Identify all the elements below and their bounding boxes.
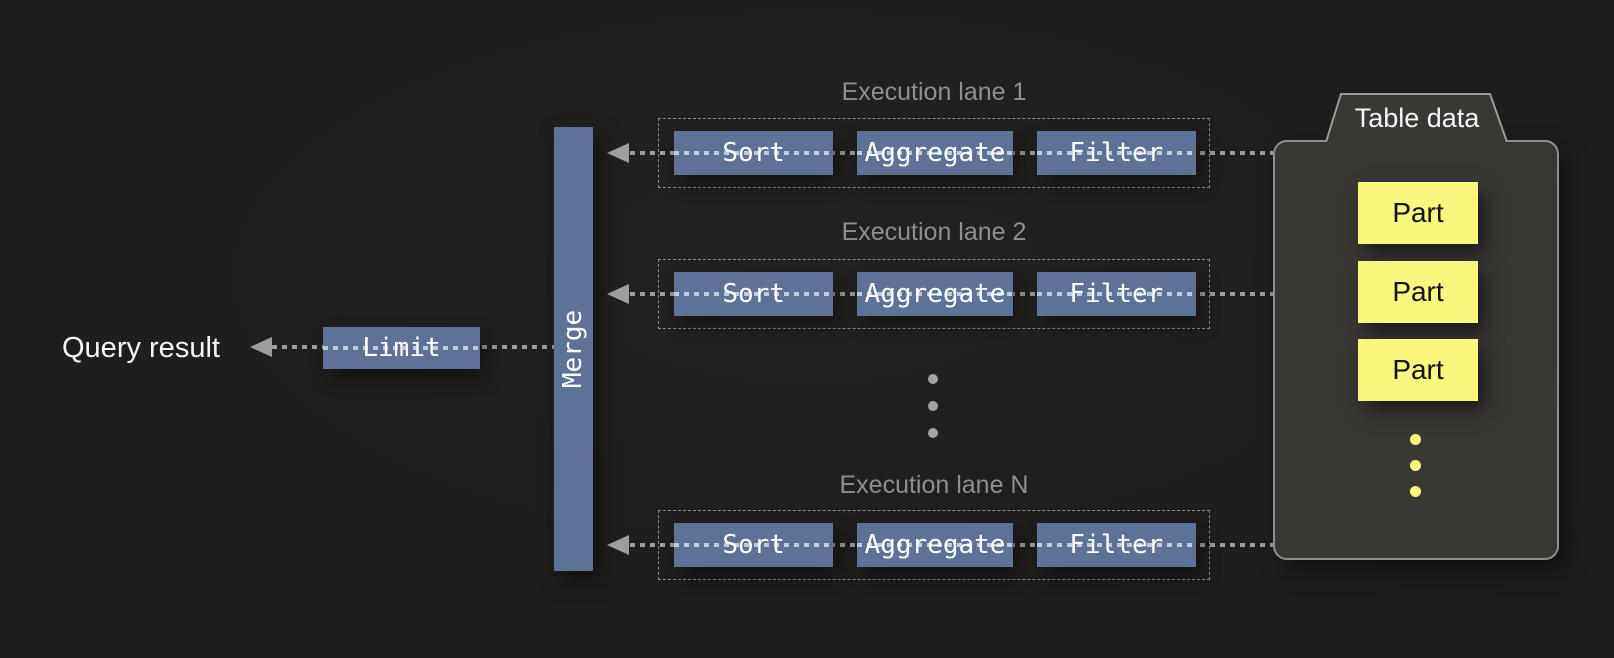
query-result-label: Query result: [62, 332, 220, 364]
flow-dotted-line-through-box: [674, 292, 834, 296]
table-part-label: Part: [1392, 197, 1444, 228]
ellipsis-dot: [928, 428, 938, 438]
sort-operator-label: Sort: [722, 138, 785, 168]
table-data-tab-shape: [1325, 93, 1508, 142]
filter-operator-box: Filter: [1036, 131, 1196, 175]
flow-dotted-line-through-box: [323, 346, 480, 350]
lane-n-title: Execution lane N: [839, 471, 1029, 499]
arrow-left-icon: [250, 337, 272, 357]
ellipsis-dot: [1410, 460, 1421, 471]
filter-operator-label: Filter: [1069, 279, 1164, 309]
arrow-left-icon: [607, 143, 629, 163]
ellipsis-dot: [1410, 486, 1421, 497]
limit-operator-label: Limit: [362, 333, 441, 363]
arrow-left-icon: [607, 284, 629, 304]
sort-operator-label: Sort: [722, 279, 785, 309]
flow-dotted-line-through-box: [1036, 292, 1196, 296]
flow-dotted-line-through-box: [857, 292, 1013, 296]
sort-operator-box: Sort: [674, 272, 834, 316]
lane-1-title: Execution lane 1: [841, 78, 1027, 106]
filter-operator-box: Filter: [1036, 272, 1196, 316]
flow-dotted-line-through-box: [857, 151, 1013, 155]
flow-dotted-line-through-box: [674, 543, 834, 547]
lanes-ellipsis-icon: [928, 374, 938, 438]
merge-operator-label: Merge: [558, 309, 589, 389]
filter-operator-label: Filter: [1069, 530, 1164, 560]
flow-dotted-line-through-box: [674, 151, 834, 155]
ellipsis-dot: [1410, 434, 1421, 445]
sort-operator-box: Sort: [674, 131, 834, 175]
flow-dotted-line-through-box: [1036, 151, 1196, 155]
flow-dotted-line-through-box: [857, 543, 1013, 547]
filter-operator-box: Filter: [1036, 523, 1196, 567]
aggregate-operator-box: Aggregate: [857, 523, 1013, 567]
table-part-box: Part: [1358, 339, 1478, 401]
merge-operator-box: Merge: [554, 127, 593, 571]
ellipsis-dot: [928, 374, 938, 384]
aggregate-operator-label: Aggregate: [864, 138, 1006, 168]
table-part-label: Part: [1392, 276, 1444, 307]
filter-operator-label: Filter: [1069, 138, 1164, 168]
ellipsis-dot: [928, 401, 938, 411]
aggregate-operator-box: Aggregate: [857, 272, 1013, 316]
parts-ellipsis-icon: [1410, 434, 1421, 497]
table-part-box: Part: [1358, 261, 1478, 323]
lane-1-container: Sort Aggregate Filter: [658, 118, 1210, 188]
flow-dotted-line-through-box: [1036, 543, 1196, 547]
lane-2-title: Execution lane 2: [841, 218, 1027, 246]
aggregate-operator-label: Aggregate: [864, 530, 1006, 560]
sort-operator-box: Sort: [674, 523, 834, 567]
table-part-box: Part: [1358, 182, 1478, 244]
limit-operator-box: Limit: [323, 327, 480, 369]
table-part-label: Part: [1392, 354, 1444, 385]
aggregate-operator-label: Aggregate: [864, 279, 1006, 309]
aggregate-operator-box: Aggregate: [857, 131, 1013, 175]
table-data-title: Table data: [1354, 103, 1480, 133]
sort-operator-label: Sort: [722, 530, 785, 560]
table-data-container: Part Part Part: [1273, 140, 1559, 560]
arrow-left-icon: [607, 535, 629, 555]
lane-n-container: Sort Aggregate Filter: [658, 510, 1210, 580]
lane-2-container: Sort Aggregate Filter: [658, 259, 1210, 329]
